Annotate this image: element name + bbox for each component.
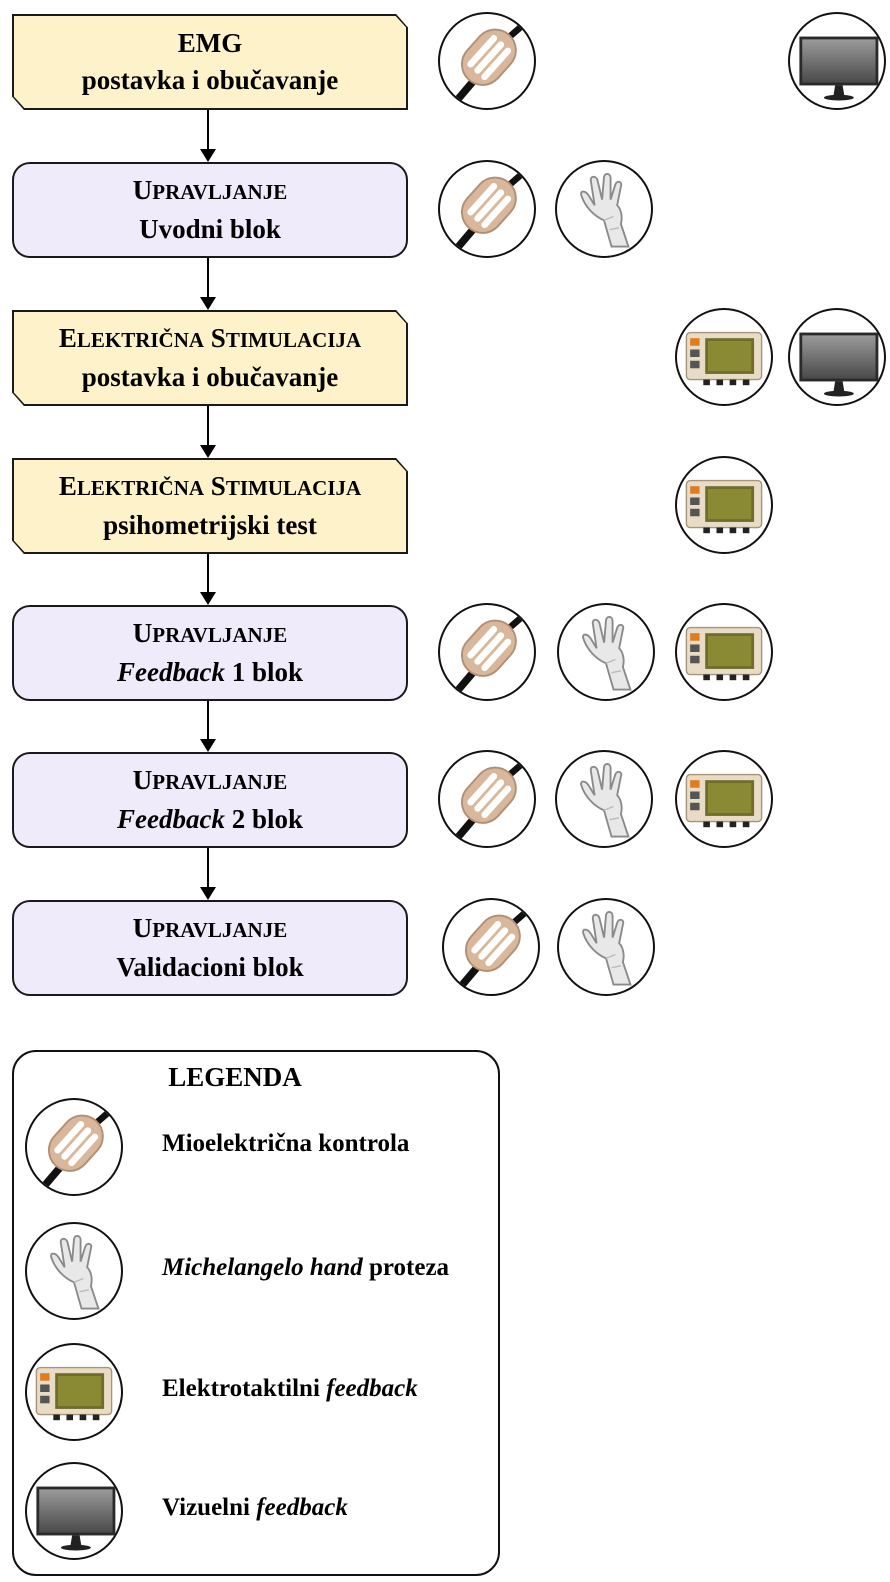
step-title: UPRAVLJANJE [133, 172, 287, 211]
monitor-icon [788, 308, 886, 406]
legend-monitor-icon [25, 1462, 123, 1560]
step-subtitle: Validacioni blok [116, 949, 303, 986]
legend-label: Mioelektrična kontrola [162, 1130, 409, 1158]
step-subtitle: Uvodni blok [139, 211, 281, 248]
flow-arrow [203, 848, 213, 900]
flow-arrow [203, 258, 213, 310]
prosthetic-hand-icon [557, 603, 655, 701]
stimulator-icon [675, 603, 773, 701]
legend-label: Vizuelni feedback [162, 1494, 348, 1522]
emg-sensor-icon [438, 12, 536, 110]
step-title: UPRAVLJANJE [133, 910, 287, 949]
monitor-icon [788, 12, 886, 110]
legend-emg-sensor-icon [25, 1098, 123, 1196]
legend-stimulator-icon [25, 1343, 123, 1441]
stimulator-icon [675, 308, 773, 406]
step-title: UPRAVLJANJE [133, 762, 287, 801]
step-title: UPRAVLJANJE [133, 615, 287, 654]
step-subtitle: psihometrijski test [103, 507, 317, 544]
step-title: ELEKTRIČNA STIMULACIJA [59, 320, 361, 359]
flow-arrow [203, 110, 213, 162]
prosthetic-hand-icon [557, 898, 655, 996]
emg-sensor-icon [438, 750, 536, 848]
emg-sensor-icon [438, 160, 536, 258]
prosthetic-hand-icon [555, 160, 653, 258]
flow-arrow [203, 701, 213, 752]
legend-label: Elektrotaktilni feedback [162, 1375, 418, 1403]
legend-label: Michelangelo hand proteza [162, 1254, 449, 1282]
legend-title: LEGENDA [0, 1062, 470, 1093]
emg-sensor-icon [438, 603, 536, 701]
step-title: EMG [178, 25, 243, 62]
step-subtitle: Feedback 1 blok [117, 654, 303, 691]
stimulator-icon [675, 456, 773, 554]
step-title: ELEKTRIČNA STIMULACIJA [59, 468, 361, 507]
step-subtitle: postavka i obučavanje [82, 359, 339, 396]
stimulator-icon [675, 750, 773, 848]
step-subtitle: Feedback 2 blok [117, 801, 303, 838]
legend-prosthetic-hand-icon [25, 1222, 123, 1320]
prosthetic-hand-icon [555, 750, 653, 848]
flow-arrow [203, 406, 213, 458]
flow-arrow [203, 554, 213, 605]
step-subtitle: postavka i obučavanje [82, 62, 339, 99]
emg-sensor-icon [442, 898, 540, 996]
